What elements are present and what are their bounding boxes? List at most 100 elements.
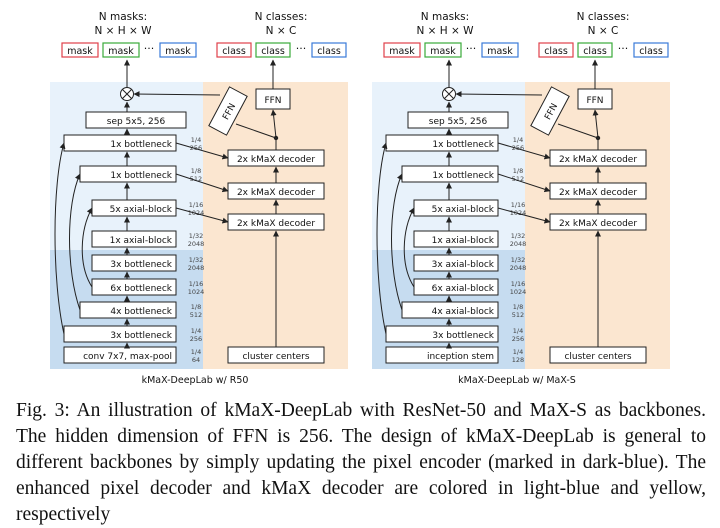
backbone-block-label: 4x axial-block <box>432 307 495 317</box>
channel-count: 1024 <box>188 288 205 296</box>
backbone-block-label: 1x bottleneck <box>110 140 172 150</box>
mask-ellipsis: ··· <box>466 42 477 55</box>
channel-count: 2048 <box>188 264 205 272</box>
resolution-fraction: 1/16 <box>189 201 204 209</box>
architecture-figure: N masks: N × H × W N classes: N × C mask mask… <box>50 11 670 386</box>
channel-count: 512 <box>190 175 202 183</box>
class-box <box>538 42 574 58</box>
channel-count: 256 <box>512 335 524 343</box>
resolution-fraction: 1/8 <box>191 303 201 311</box>
class-label: class <box>583 46 607 57</box>
backbone-block-label: 4x bottleneck <box>110 307 172 317</box>
feature-to-decoder <box>497 173 551 193</box>
sep-conv-box <box>85 111 187 129</box>
multiply-cross <box>122 89 132 99</box>
feature-to-decoder <box>175 142 229 160</box>
class-label: class <box>639 46 663 57</box>
resolution-fraction: 1/16 <box>511 280 526 288</box>
backbone-block-label: inception stem <box>427 352 494 362</box>
skip-curve <box>81 207 93 288</box>
resolution-fraction: 1/32 <box>189 232 204 240</box>
resolution-fraction: 1/32 <box>511 256 526 264</box>
backbone-block-label: 3x axial-block <box>432 260 495 270</box>
channel-count: 512 <box>190 311 202 319</box>
panel-title: kMaX-DeepLab w/ R50 <box>142 375 249 386</box>
kmax-decoder-label: 2x kMaX decoder <box>559 219 637 229</box>
ffn-label: FFN <box>586 96 603 106</box>
masks-title: N masks: <box>99 11 147 23</box>
side-ffn-to-multiply <box>133 91 221 98</box>
feature-to-decoder <box>175 207 229 224</box>
skip-curve <box>376 142 388 335</box>
sep-conv-label: sep 5x5, 256 <box>107 117 166 127</box>
backbone-block-label: 5x axial-block <box>110 205 173 215</box>
channel-count: 2048 <box>510 264 527 272</box>
backbone-block <box>63 346 177 364</box>
backbone-block-label: 1x axial-block <box>110 236 173 246</box>
resolution-fraction: 1/4 <box>513 327 523 335</box>
channel-count: 128 <box>512 356 524 364</box>
mask-box <box>481 42 519 58</box>
backbone-block-label: 1x bottleneck <box>110 171 172 181</box>
class-box <box>577 42 613 58</box>
sep-conv-label: sep 5x5, 256 <box>429 117 488 127</box>
decoder-to-side-ffn <box>235 123 277 139</box>
kmax-decoder-label: 2x kMaX decoder <box>237 155 315 165</box>
classes-title: N classes: <box>255 11 308 23</box>
channel-count: 64 <box>192 356 200 364</box>
masks-dims: N × H × W <box>94 25 152 37</box>
cluster-centers-label: cluster centers <box>564 352 631 362</box>
classes-title: N classes: <box>577 11 630 23</box>
classes-dims: N × C <box>588 25 619 37</box>
kmax-decoder-label: 2x kMaX decoder <box>559 155 637 165</box>
class-ellipsis: ··· <box>618 42 629 55</box>
resolution-fraction: 1/4 <box>191 327 201 335</box>
mask-label: mask <box>389 46 415 57</box>
resolution-fraction: 1/32 <box>189 256 204 264</box>
resolution-fraction: 1/16 <box>511 201 526 209</box>
backbone-block-label: 5x axial-block <box>432 205 495 215</box>
ffn-label: FFN <box>264 96 281 106</box>
caption-text: Fig. 3: An illustration of kMaX-DeepLab … <box>16 400 706 525</box>
backbone-block <box>413 254 499 272</box>
resolution-fraction: 1/4 <box>191 348 201 356</box>
masks-dims: N × H × W <box>416 25 474 37</box>
backbone-block-label: 3x bottleneck <box>432 331 494 341</box>
ffn-side-box: FFN <box>530 86 570 136</box>
backbone-block <box>91 230 177 248</box>
class-box <box>633 42 669 58</box>
backbone-block-label: 1x axial-block <box>432 236 495 246</box>
mask-box <box>102 42 140 58</box>
cluster-centers-label: cluster centers <box>242 352 309 362</box>
channel-count: 256 <box>190 144 202 152</box>
backbone-block <box>91 254 177 272</box>
channel-count: 2048 <box>510 240 527 248</box>
channel-count: 512 <box>512 311 524 319</box>
class-label: class <box>222 46 246 57</box>
resolution-fraction: 1/8 <box>513 167 523 175</box>
resolution-fraction: 1/32 <box>511 232 526 240</box>
mask-box <box>383 42 421 58</box>
skip-curve <box>54 142 66 335</box>
ffn-side-box: FFN <box>208 86 248 136</box>
feature-to-decoder <box>497 142 551 160</box>
resolution-fraction: 1/4 <box>513 136 523 144</box>
mask-label: mask <box>108 46 134 57</box>
classes-dims: N × C <box>266 25 297 37</box>
channel-count: 1024 <box>510 288 527 296</box>
skip-curve <box>391 173 403 311</box>
side-ffn-to-multiply <box>455 91 543 98</box>
channel-count: 256 <box>512 144 524 152</box>
resolution-fraction: 1/8 <box>191 167 201 175</box>
class-label: class <box>261 46 285 57</box>
kmax-decoder-label: 2x kMaX decoder <box>237 188 315 198</box>
channel-count: 256 <box>190 335 202 343</box>
backbone-block-label: 6x bottleneck <box>110 284 172 294</box>
ffn-side-rect <box>208 86 248 136</box>
resolution-fraction: 1/4 <box>513 348 523 356</box>
mask-box <box>424 42 462 58</box>
class-box <box>311 42 347 58</box>
resolution-fraction: 1/4 <box>191 136 201 144</box>
